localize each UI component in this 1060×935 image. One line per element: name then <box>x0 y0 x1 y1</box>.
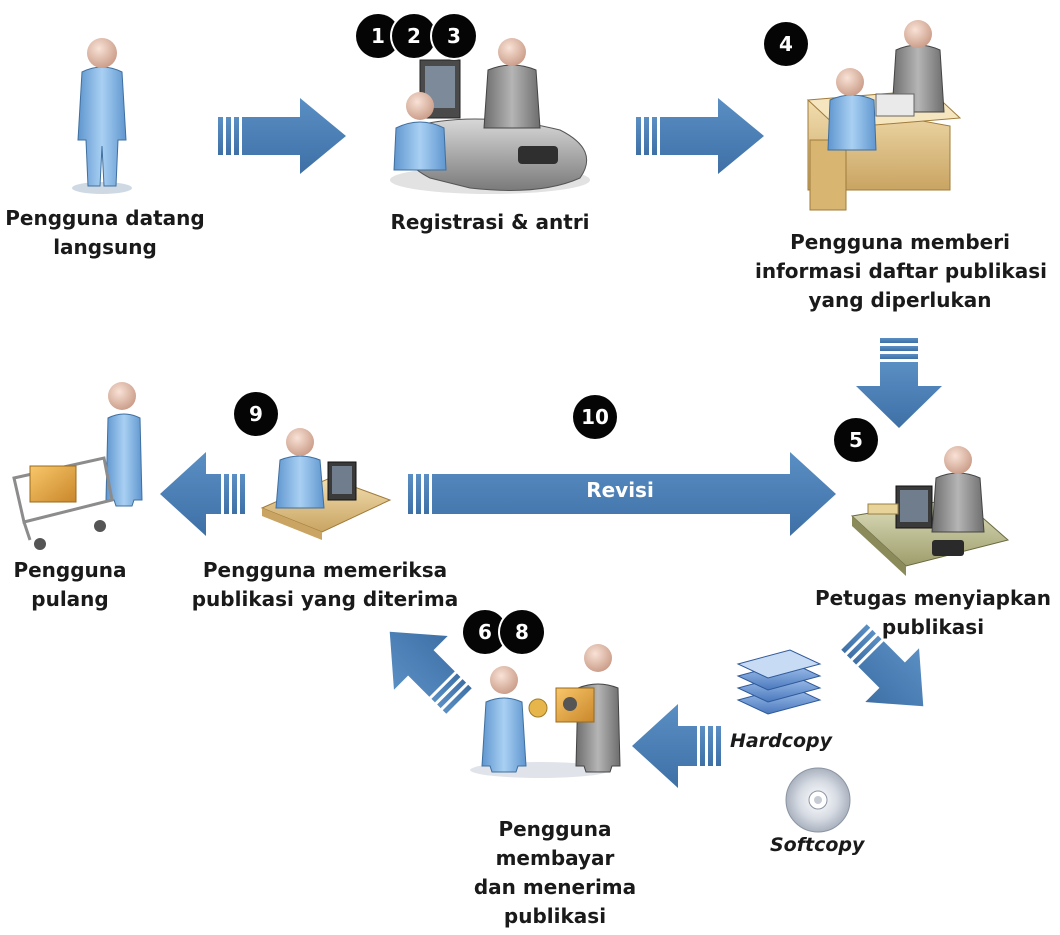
arrow-step2-to-3 <box>636 98 764 174</box>
step-1-line-2: langsung <box>53 235 157 259</box>
step-6-line-2: publikasi yang diterima <box>191 587 459 611</box>
step-7-line-2: pulang <box>31 587 109 611</box>
step-5-line-2: membayar <box>495 846 615 870</box>
consultation-desk-icon <box>806 20 962 211</box>
badge-3: 3 <box>432 14 476 58</box>
step-1-label: Pengguna datang langsung <box>5 204 205 262</box>
arrow-step3-to-4 <box>856 338 942 428</box>
arrow-step5-to-6 <box>389 631 472 714</box>
badge-9: 9 <box>234 392 278 436</box>
step-6-line-1: Pengguna memeriksa <box>202 558 448 582</box>
badge-5: 5 <box>834 418 878 462</box>
step-5-line-1: Pengguna <box>498 817 612 841</box>
badge-6: 6 <box>463 610 507 654</box>
arrow-step6-to-7 <box>160 452 245 536</box>
arrow-media-to-step5 <box>632 704 721 788</box>
step-4-line-1: Petugas menyiapkan <box>814 586 1052 610</box>
step-5-line-3: dan menerima <box>473 875 637 899</box>
payment-handover-icon <box>470 644 621 778</box>
step-3-line-2: informasi daftar publikasi <box>755 259 1047 283</box>
step-2-label: Registrasi & antri <box>390 210 590 234</box>
revisi-label: Revisi <box>586 478 654 502</box>
step-3-line-1: Pengguna memberi <box>790 230 1010 254</box>
badge-8: 8 <box>500 610 544 654</box>
user-standing-icon <box>72 38 132 194</box>
step-5-line-4: publikasi <box>503 904 607 928</box>
step-5-label: Pengguna membayar dan menerima publikasi <box>455 815 655 931</box>
registration-desk-icon <box>390 38 590 194</box>
step-1-line-1: Pengguna datang <box>5 206 205 230</box>
step-6-label: Pengguna memeriksa publikasi yang diteri… <box>190 556 460 614</box>
hardcopy-books-icon <box>736 649 822 715</box>
user-cart-icon <box>12 382 143 550</box>
step-7-line-1: Pengguna <box>13 558 127 582</box>
softcopy-cd-icon <box>785 767 851 833</box>
badge-10: 10 <box>573 395 617 439</box>
step-4-line-2: publikasi <box>881 615 985 639</box>
staff-workstation-icon <box>850 446 1010 576</box>
softcopy-label: Softcopy <box>770 834 865 856</box>
hardcopy-label: Hardcopy <box>730 730 832 752</box>
step-4-label: Petugas menyiapkan publikasi <box>808 584 1058 642</box>
step-3-line-3: yang diperlukan <box>808 288 992 312</box>
step-3-label: Pengguna memberi informasi daftar publik… <box>755 228 1047 315</box>
arrow-step1-to-2 <box>218 98 346 174</box>
revisi-arrow <box>408 452 836 536</box>
arrow-step4-to-media <box>841 624 924 707</box>
user-checking-icon <box>260 428 392 540</box>
step-7-label: Pengguna pulang <box>5 556 135 614</box>
badge-4: 4 <box>764 22 808 66</box>
badge-2: 2 <box>392 14 436 58</box>
